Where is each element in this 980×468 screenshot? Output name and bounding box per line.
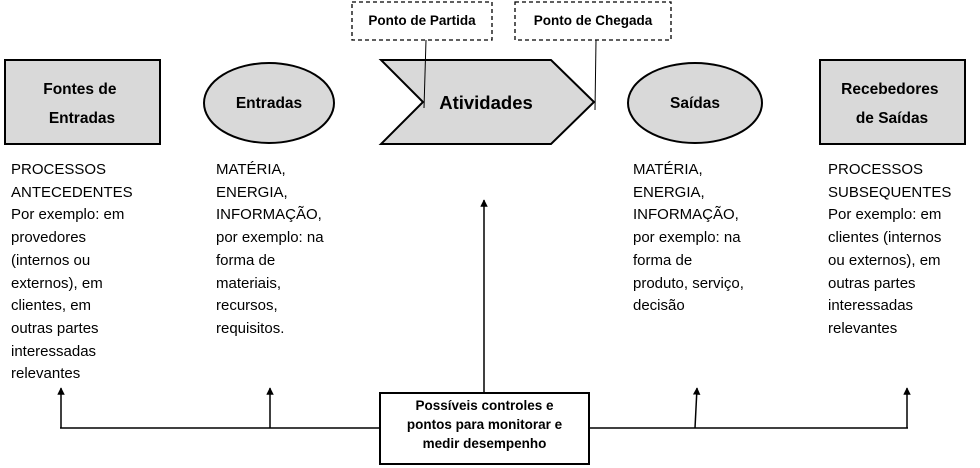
- saidas-description: MATÉRIA, ENERGIA, INFORMAÇÃO, por exempl…: [633, 161, 744, 315]
- recebedores-label: Recebedores de Saídas: [841, 81, 943, 127]
- ponto-chegada-callout: [514, 1, 672, 41]
- ponto-chegada-label: Ponto de Chegada: [534, 13, 653, 28]
- entradas-description: MATÉRIA, ENERGIA, INFORMAÇÃO, por exempl…: [216, 161, 324, 337]
- ponto-partida-leader: [423, 39, 427, 109]
- saidas-label: Saídas: [670, 95, 720, 112]
- fontes-box: [4, 59, 161, 145]
- fontes-label-line2: Entradas: [49, 110, 115, 127]
- entradas-ellipse: [203, 62, 335, 144]
- atividades-chevron: [378, 59, 596, 145]
- recebedores-label-line2: de Saídas: [856, 110, 928, 127]
- ponto-partida-label: Ponto de Partida: [368, 13, 476, 28]
- controles-box: [379, 392, 590, 465]
- fontes-label: Fontes de Entradas: [43, 81, 121, 127]
- controles-label: Possíveis controles e pontos para monito…: [406, 398, 563, 451]
- saidas-ellipse: [627, 62, 763, 144]
- atividades-label: Atividades: [439, 92, 533, 113]
- arrow-to-saidas: [692, 387, 701, 429]
- ponto-chegada-leader: [594, 39, 597, 111]
- fontes-description: PROCESSOS ANTECEDENTES Por exemplo: em p…: [11, 161, 133, 383]
- recebedores-box: [819, 59, 966, 145]
- recebedores-description: PROCESSOS SUBSEQUENTES Por exemplo: em c…: [828, 161, 952, 337]
- entradas-label: Entradas: [236, 95, 302, 112]
- fontes-label-line1: Fontes de: [43, 81, 117, 98]
- recebedores-label-line1: Recebedores: [841, 81, 938, 98]
- ponto-partida-callout: [351, 1, 493, 41]
